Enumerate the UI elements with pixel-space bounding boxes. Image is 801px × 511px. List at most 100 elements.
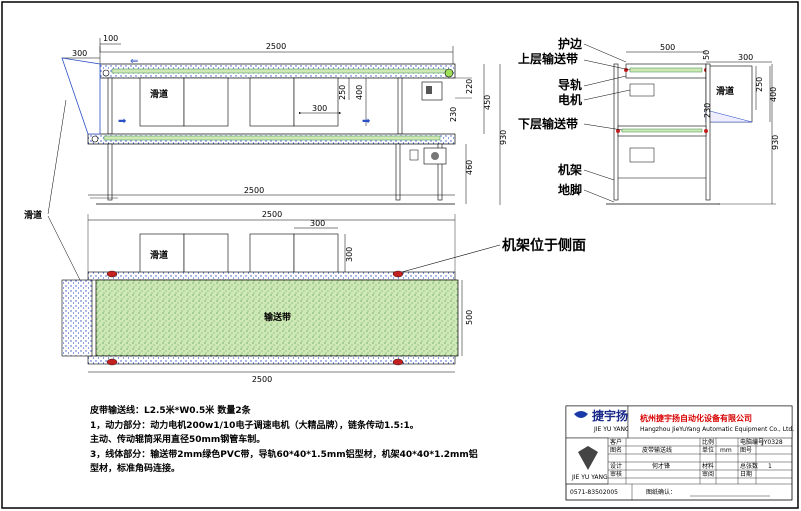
note-line-3: 主动、传动辊筒采用直径50mm钢管车制。: [90, 433, 265, 445]
slide-box-4: [293, 77, 339, 127]
lower-motor: [431, 152, 439, 160]
dim-plan-500: 500: [465, 310, 474, 325]
tb-unit-value: mm: [720, 447, 732, 454]
dim-top-300: 300: [72, 49, 87, 58]
label-side-foot: 地脚: [558, 182, 582, 197]
note-line-1: 皮带输送线：L2.5米*W0.5米 数量2条: [89, 404, 252, 416]
upper-conveyor-belt: [111, 68, 447, 74]
slide-box-1: [139, 77, 185, 127]
label-side-rail: 导轨: [558, 77, 582, 92]
plan-view: 2500 滑道 300 300 输送带 500 2500: [61, 210, 474, 384]
company-cn: 杭州捷宇扬自动化设备有限公司: [640, 413, 752, 423]
tb-sheets-label: 总张数: [740, 462, 758, 470]
dim-side-50: 50: [702, 50, 711, 60]
plan-frame-bottom: [87, 355, 456, 365]
dim-lower-460: 460: [465, 160, 474, 175]
logo-mark-icon: [574, 411, 588, 418]
tb-phone: 0571-83502005: [570, 489, 618, 496]
tb-confirm-label: 图纸确认：: [646, 488, 676, 496]
spec-notes: 皮带输送线：L2.5米*W0.5米 数量2条 1，动力部分：动力电机200w1/…: [89, 404, 478, 474]
dim-top-100: 100: [103, 34, 118, 43]
lower-leg-1: [107, 143, 113, 201]
plan-chute-end: [61, 279, 93, 357]
dim-gap-230-a: 230: [449, 107, 458, 122]
plan-slide-3: [249, 233, 295, 275]
label-slide-plan: 滑道: [150, 249, 168, 261]
note-line-5: 型材，标准角码连接。: [90, 462, 180, 474]
dim-side-230: 230: [703, 103, 712, 118]
tb-drawing-no: JY0328: [761, 439, 783, 446]
lower-gear-box: [409, 149, 419, 161]
slide-chute-left: [61, 57, 101, 135]
company-en: Hangzhou JieYuYang Automatic Equipment C…: [640, 426, 794, 433]
tb-date-label: 日期: [740, 470, 752, 478]
dim-total-930: 930: [499, 130, 508, 145]
tb-ratio-label: 比例: [702, 438, 714, 446]
arrow-upper-belt: ⇐: [130, 56, 138, 67]
dim-upper-220: 220: [465, 79, 474, 94]
tb-drawing-name: 皮带输送线: [642, 446, 672, 454]
plan-foot-4: [392, 358, 404, 366]
tb-designer: 何才锋: [652, 462, 670, 470]
plan-foot-3: [106, 358, 118, 366]
dim-plan-300-v: 300: [345, 247, 354, 262]
logo-cn: 捷宇扬: [592, 408, 628, 423]
side-upper-motor: [629, 83, 655, 97]
dim-slide-250: 250: [338, 85, 347, 100]
upper-leg-left: [107, 77, 113, 135]
plan-slide-1: [139, 233, 185, 275]
logo-en: JIE YU YANG: [593, 426, 630, 433]
dim-mid-2500: 2500: [244, 186, 264, 195]
label-side-slide: 滑道: [716, 85, 734, 97]
label-side-upper-belt: 上层输送带: [518, 51, 578, 66]
upper-motor-inner: [426, 86, 432, 94]
logo-small-icon: [578, 446, 598, 470]
lower-conveyor-belt: [103, 135, 441, 141]
dim-upper-450: 450: [483, 95, 492, 110]
tb-design-label: 设计: [610, 462, 622, 470]
plan-foot-2: [392, 270, 404, 278]
svg-text:JIE YU YANG: JIE YU YANG: [571, 474, 608, 481]
dim-side-250: 250: [755, 77, 764, 92]
tb-unit-label: 单位: [702, 446, 714, 454]
label-slide-top: 滑道: [150, 88, 168, 100]
front-elevation: 2500 300 100 ⇐ 滑道 300 250 400 220: [61, 34, 508, 205]
tb-review-label: 审核: [610, 470, 622, 478]
tb-sheet-label: 图号: [740, 447, 752, 454]
slide-box-2: [183, 77, 229, 127]
label-belt-plan: 输送带: [264, 311, 291, 323]
title-block: 捷宇扬 JIE YU YANG 杭州捷宇扬自动化设备有限公司 Hangzhou …: [565, 405, 794, 501]
note-line-2: 1，动力部分：动力电机200w1/10电子调速电机（大精品牌），链条传动1.5:…: [90, 419, 419, 431]
dim-plan-300: 300: [310, 219, 325, 228]
upper-drive-roller: [444, 68, 454, 78]
side-upper-belt: [629, 67, 703, 73]
plan-belt: [95, 279, 459, 357]
dim-slide-400: 400: [355, 85, 364, 100]
label-slide-left: 滑道: [24, 209, 42, 221]
plan-slide-4: [293, 233, 339, 275]
tb-sheets-value: 1: [768, 463, 772, 470]
label-side-guard: 护边: [558, 36, 583, 51]
slide-box-3: [249, 77, 295, 127]
label-side-lower-belt: 下层输送带: [518, 116, 578, 131]
plan-foot-1: [106, 270, 118, 278]
side-lower-belt: [621, 128, 703, 133]
tb-drawing-label: 图名: [610, 446, 622, 454]
side-lower-bolt-l: [616, 129, 620, 133]
note-line-4: 3，线体部分：输送带2mm绿色PVC带，导轨60*40*1.5mm铝型材，机架4…: [90, 448, 478, 460]
lower-end-roller: [91, 135, 99, 143]
tb-material-label: 材料: [702, 462, 714, 470]
dim-plan-top-2500: 2500: [262, 210, 282, 219]
label-side-motor: 电机: [558, 92, 582, 107]
dim-side-300: 300: [738, 53, 753, 62]
lower-leg-3: [437, 143, 443, 201]
tb-approve-label: 审阅: [702, 470, 714, 478]
tb-client-label: 客户: [610, 438, 622, 446]
arrow-right-2: ➡: [362, 116, 371, 127]
label-frame-side: 机架位于侧面: [502, 237, 586, 254]
side-lower-bolt-r: [704, 129, 708, 133]
dim-top-overall: 2500: [266, 42, 286, 51]
dim-side-400: 400: [769, 87, 778, 102]
